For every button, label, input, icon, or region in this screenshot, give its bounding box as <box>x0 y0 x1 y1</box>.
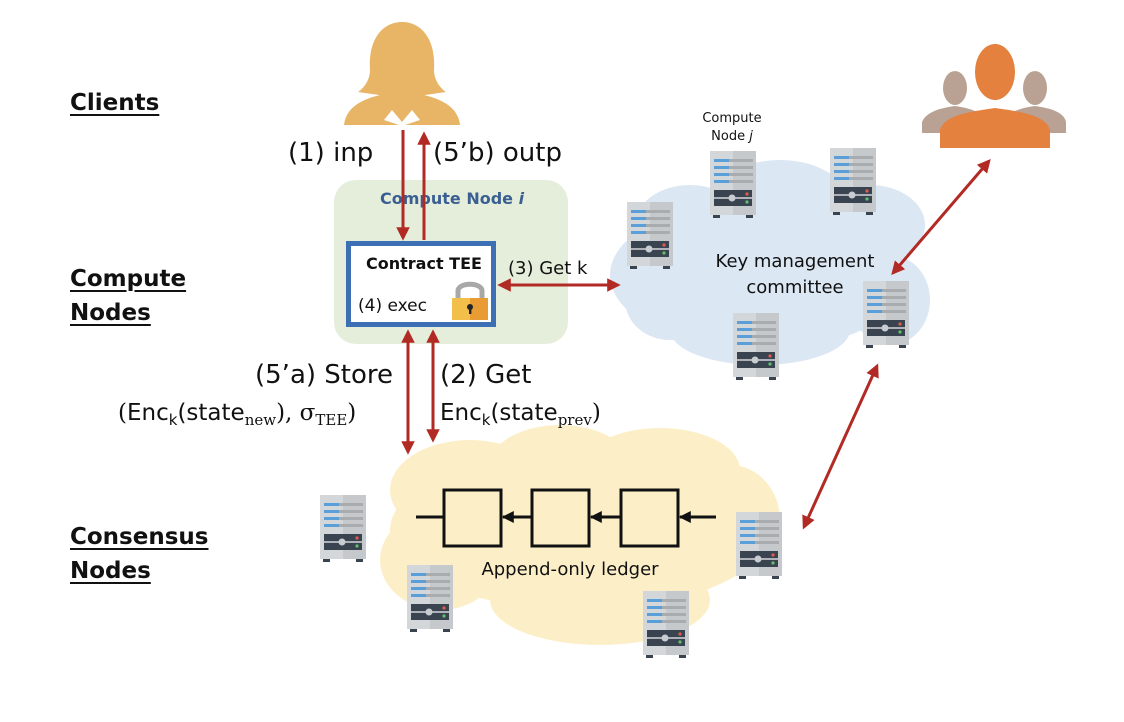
layer-label-compute-nodes: Compute Nodes <box>70 262 186 330</box>
layer-label-compute-line2: Nodes <box>70 300 151 326</box>
exec-label: (4) exec <box>358 296 427 316</box>
ledger-label: Append-only ledger <box>481 559 659 580</box>
compute-node-j-line2: Node j <box>690 128 774 146</box>
formula-part: TEE <box>315 411 348 429</box>
compute-node-i-title-text: Compute Node <box>380 189 519 208</box>
arrow-committee-consensus <box>802 363 879 530</box>
key-committee-line2: committee <box>746 277 844 298</box>
store-formula: (Enck(statenew), σTEE) <box>118 400 356 429</box>
formula-part: ) <box>347 400 357 426</box>
formula-part: k <box>168 411 178 429</box>
ledger-chain <box>416 488 716 548</box>
compute-node-j-line1: Compute <box>702 111 762 126</box>
layer-label-compute-line1: Compute <box>70 266 187 292</box>
user-group-icon <box>922 44 1066 148</box>
step-get-key-label: (3) Get k <box>508 258 588 279</box>
formula-part: new <box>244 411 277 429</box>
formula-part: ), σ <box>276 400 316 426</box>
formula-part: ( <box>118 400 127 426</box>
lock-icon <box>452 281 488 320</box>
layer-label-consensus-line2: Nodes <box>70 558 151 584</box>
formula-part: ) <box>591 400 601 426</box>
ledger-block <box>530 488 591 548</box>
key-management-committee-label: Key management committee <box>700 249 890 301</box>
client-user-icon <box>344 22 460 126</box>
step-store-label: (5’a) Store <box>255 360 394 390</box>
get-formula: Enck(stateprev) <box>440 400 601 429</box>
formula-part: (state <box>177 400 245 426</box>
ledger-block <box>442 488 503 548</box>
formula-part: prev <box>557 411 592 429</box>
formula-part: Enc <box>440 400 482 426</box>
layer-label-clients: Clients <box>70 90 160 116</box>
formula-part: Enc <box>126 400 169 426</box>
layer-label-consensus-nodes: Consensus Nodes <box>70 520 208 588</box>
layer-label-consensus-line1: Consensus <box>70 524 209 550</box>
compute-node-i-title: Compute Node i <box>380 189 524 208</box>
key-committee-line1: Key management <box>715 251 875 272</box>
compute-node-i-var: i <box>518 189 525 208</box>
step-output-label: (5’b) outp <box>433 138 562 168</box>
compute-node-j-var: j <box>749 129 753 144</box>
step-input-label: (1) inp <box>288 138 374 168</box>
compute-node-j-label: Compute Node j <box>690 110 774 146</box>
contract-tee-title: Contract TEE <box>366 254 482 273</box>
ledger-block <box>619 488 680 548</box>
step-get-label: (2) Get <box>440 360 532 390</box>
arrow-group-committee <box>891 158 991 276</box>
compute-node-j-text: Node <box>711 129 750 144</box>
formula-part: k <box>481 411 491 429</box>
formula-part: (state <box>490 400 558 426</box>
